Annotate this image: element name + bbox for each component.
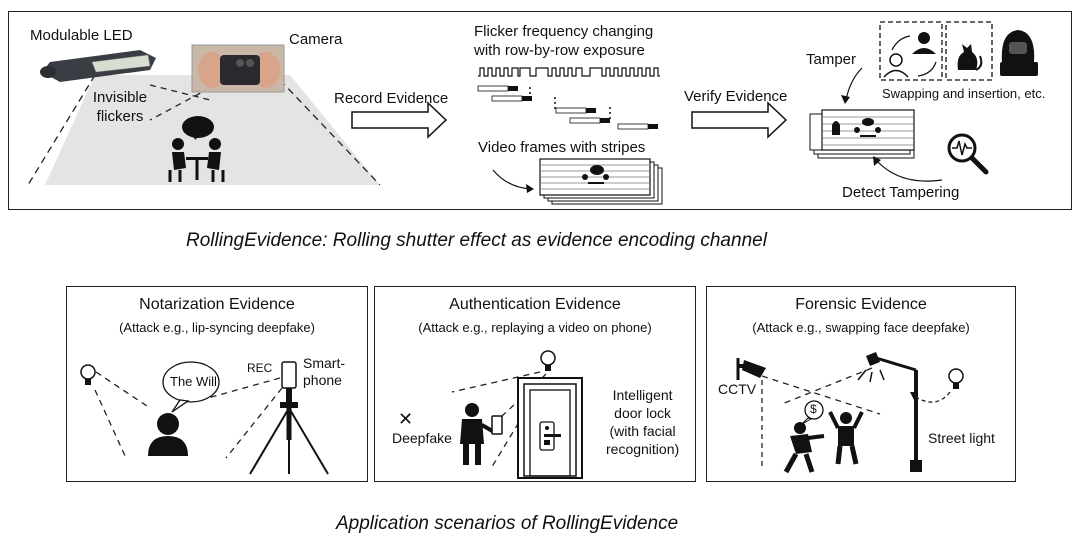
speaker-person-icon <box>148 413 188 456</box>
forensic-subtitle: (Attack e.g., swapping face deepfake) <box>752 320 970 335</box>
robber-icon <box>783 422 825 474</box>
deepfake-label: Deepfake <box>392 430 452 446</box>
modulable-led-lamp-icon <box>40 50 156 82</box>
door-lock-line1: Intelligent <box>612 387 673 403</box>
victim-icon <box>828 411 864 465</box>
forensic-panel: Forensic Evidence (Attack e.g., swapping… <box>706 286 1016 482</box>
authentication-bulb-icon <box>540 350 556 371</box>
caption-bottom: Application scenarios of RollingEvidence <box>336 513 679 534</box>
door-lock-line4: recognition) <box>606 441 680 457</box>
cctv-label: CCTV <box>718 381 757 397</box>
notarization-camera-ray-1 <box>207 377 281 399</box>
notarization-camera-ray-2 <box>225 387 283 459</box>
smartphone-label: Smart- phone <box>303 355 345 389</box>
will-bubble-text: The Will <box>170 374 217 389</box>
notarization-subtitle: (Attack e.g., lip-syncing deepfake) <box>119 320 315 335</box>
rec-label: REC <box>247 361 273 375</box>
detect-curved-arrow <box>875 159 943 182</box>
record-evidence-label: Record Evidence <box>334 90 449 107</box>
flicker-label-line1: Flicker frequency changing <box>474 23 654 40</box>
detect-tampering-label: Detect Tampering <box>842 184 960 201</box>
flicker-label-line2: with row-by-row exposure <box>474 42 645 59</box>
door-lock-label: Intelligent door lock (with facial recog… <box>606 386 679 458</box>
bulb-to-lamp-arrowhead <box>910 392 918 400</box>
cone-right-dashed <box>279 79 381 186</box>
lamp-ray-1 <box>781 367 873 405</box>
flicker-frequency-label: Flicker frequency changing with row-by-r… <box>474 22 653 60</box>
detect-arrowhead <box>873 156 881 166</box>
smart-door-icon <box>517 377 583 479</box>
swap-cycle-arrows <box>891 35 937 77</box>
cctv-camera-icon <box>736 358 766 380</box>
will-speech-bubble <box>162 361 220 413</box>
authentication-title: Authentication Evidence <box>449 296 621 313</box>
authentication-subtitle: (Attack e.g., replaying a video on phone… <box>418 320 652 335</box>
cctv-view-line <box>761 375 881 415</box>
deepfake-cross-icon: ✕ <box>398 409 414 429</box>
hacker-icon <box>1000 30 1038 76</box>
swapping-insertion-label: Swapping and insertion, etc. <box>882 86 1046 101</box>
smartphone-tripod-icon <box>249 361 329 475</box>
tamper-label: Tamper <box>806 51 857 68</box>
forensic-bulb-icon <box>948 368 964 389</box>
tamper-arrowhead <box>841 95 850 104</box>
auth-light-ray-1 <box>451 371 541 393</box>
tamper-swap-dashed-box <box>879 21 943 81</box>
meeting-people-icon <box>168 116 225 182</box>
modulable-led-label: Modulable LED <box>30 27 133 44</box>
invisible-flickers-label: Invisible flickers <box>80 88 160 126</box>
video-frames-stripes-label: Video frames with stripes <box>478 139 646 156</box>
verify-evidence-arrow <box>691 101 788 139</box>
dollar-sign: $ <box>810 402 817 416</box>
notarization-title: Notarization Evidence <box>139 296 295 313</box>
street-light-label: Street light <box>928 430 995 446</box>
notarization-panel: Notarization Evidence (Attack e.g., lip-… <box>66 286 368 482</box>
person-solid-icon <box>912 32 936 54</box>
caption-top: RollingEvidence: Rolling shutter effect … <box>186 230 767 251</box>
cat-icon <box>957 44 983 71</box>
bulb-to-lamp-dashed-arrow <box>913 391 951 403</box>
video-frames-stack-icon <box>539 158 663 205</box>
notarization-bulb-icon <box>80 364 96 385</box>
authentication-panel: Authentication Evidence (Attack e.g., re… <box>374 286 696 482</box>
camera-phone-photo-icon <box>191 44 285 93</box>
invisible-label-line1: Invisible <box>92 89 148 106</box>
tampered-frames-stack-icon <box>809 109 915 159</box>
street-lamp-icon <box>857 352 922 472</box>
door-lock-line3: (with facial <box>609 423 676 439</box>
smartphone-label-line1: Smart- <box>303 355 345 371</box>
door-lock-line2: door lock <box>614 405 671 421</box>
dollar-bubble-icon <box>801 400 824 425</box>
row-exposure-bars <box>477 85 658 130</box>
camera-label: Camera <box>289 31 343 48</box>
magnifier-icon <box>947 133 989 175</box>
invisible-label-line2: flickers <box>96 108 144 125</box>
person-outline-icon <box>883 53 909 78</box>
smartphone-label-line2: phone <box>303 372 342 388</box>
notarization-light-ray-2 <box>94 389 127 459</box>
top-workflow-panel <box>8 11 1072 210</box>
flicker-waveform <box>478 67 660 77</box>
verify-evidence-label: Verify Evidence <box>684 88 788 105</box>
cone-camera-dashed-left <box>149 87 211 121</box>
attacker-with-phone-icon <box>460 403 503 465</box>
cone-left-dashed <box>27 74 96 186</box>
record-evidence-arrow <box>351 101 448 139</box>
stripes-arrowhead <box>526 184 534 193</box>
tamper-insert-dashed-box <box>945 21 993 81</box>
forensic-title: Forensic Evidence <box>795 296 927 313</box>
